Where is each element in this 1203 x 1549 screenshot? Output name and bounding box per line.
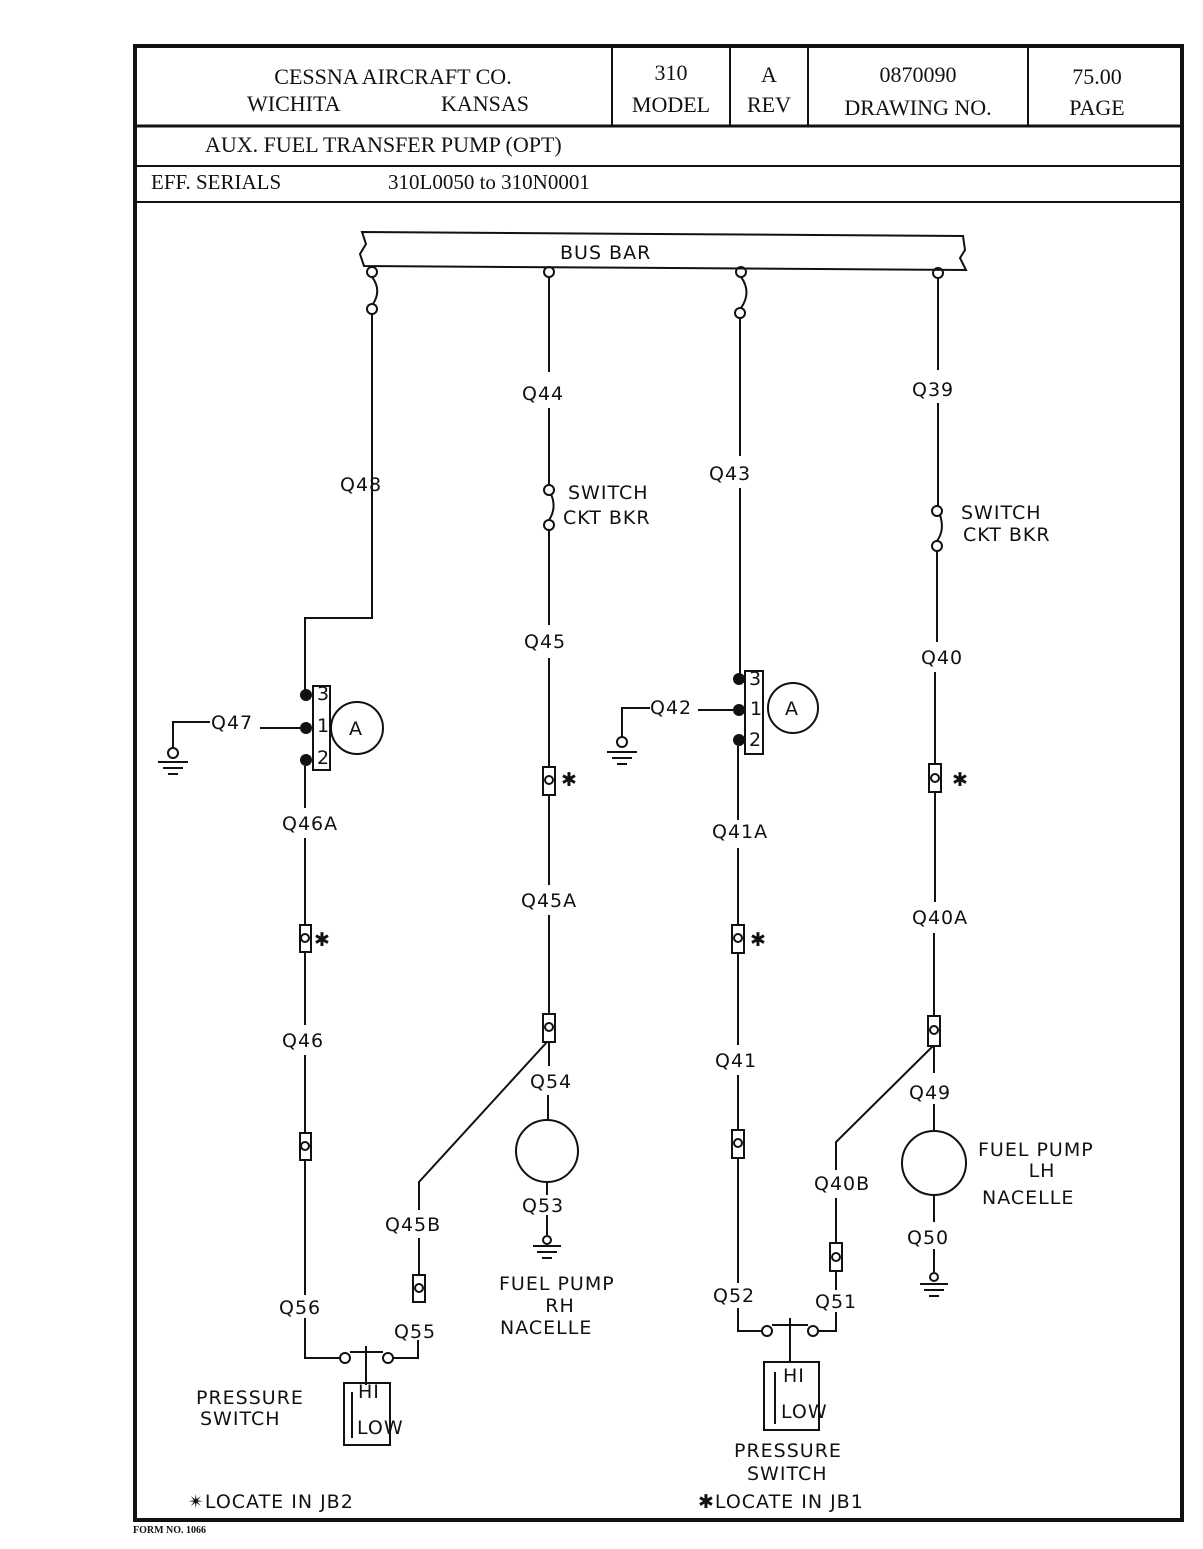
wire-label-q50: Q50 <box>907 1227 949 1249</box>
circuit-rh-relay: 3 1 2 A ✱ HI LOW PRESSURE <box>607 266 934 1485</box>
pressure-switch-label-2: SWITCH <box>747 1463 828 1485</box>
wire-label-q45a: Q45A <box>521 890 577 912</box>
fuel-pump-rh-label-1: FUEL PUMP <box>499 1273 615 1295</box>
relay-terminal-block <box>744 670 764 755</box>
relay-circle <box>767 682 819 734</box>
note-locate-jb1: ✱LOCATE IN JB1 <box>698 1491 864 1513</box>
wire-label-q49: Q49 <box>909 1082 951 1104</box>
pressure-switch-label-1: PRESSURE <box>196 1387 304 1409</box>
wire-label-q54: Q54 <box>530 1071 572 1093</box>
relay-pin-1: 1 <box>750 698 763 720</box>
fuel-pump-rh-label-3: NACELLE <box>500 1317 592 1339</box>
wire-label-q53: Q53 <box>522 1195 564 1217</box>
wire-label-q39: Q39 <box>912 379 954 401</box>
relay-pin-2: 2 <box>749 729 762 751</box>
serials-value: 310L0050 to 310N0001 <box>388 170 590 194</box>
pressure-switch-hi: HI <box>358 1381 380 1403</box>
jb-star-marker: ✱ <box>952 769 969 791</box>
ckt-bkr-label: CKT BKR <box>563 507 651 529</box>
bus-bar-label: BUS BAR <box>560 242 651 264</box>
note-locate-jb2: ✴LOCATE IN JB2 <box>188 1491 354 1513</box>
wire-label-q43: Q43 <box>709 463 751 485</box>
wire-label-q41: Q41 <box>715 1050 757 1072</box>
drawing-number: 0870090 <box>880 62 957 87</box>
relay-pin-dot <box>300 754 312 766</box>
wire-label-q40: Q40 <box>921 647 963 669</box>
fuel-pump-lh-label-3: NACELLE <box>982 1187 1074 1209</box>
company-name: CESSNA AIRCRAFT CO. <box>274 64 511 89</box>
relay-pin-3: 3 <box>317 683 330 705</box>
bus-bar: BUS BAR <box>358 230 968 272</box>
rev-label: REV <box>747 92 791 117</box>
title-block: CESSNA AIRCRAFT CO. WICHITA KANSAS 310 M… <box>135 46 1182 203</box>
wire-label-q56: Q56 <box>279 1297 321 1319</box>
wire-label-q52: Q52 <box>713 1285 755 1307</box>
wire-label-q42: Q42 <box>650 697 692 719</box>
switch-label: SWITCH <box>568 482 649 504</box>
page-number: 75.00 <box>1072 64 1122 89</box>
wire-label-q46a: Q46A <box>282 813 338 835</box>
wire-label-q48: Q48 <box>340 474 382 496</box>
form-number: FORM NO. 1066 <box>133 1525 207 1536</box>
wire-label-q40a: Q40A <box>912 907 968 929</box>
relay-pin-dot <box>300 689 312 701</box>
wire-label-q45b: Q45B <box>385 1214 441 1236</box>
relay-pin-dot <box>300 722 312 734</box>
relay-label: A <box>785 698 799 720</box>
pressure-switch-low: LOW <box>357 1417 404 1439</box>
model-value: 310 <box>655 60 688 85</box>
wire-label-q47: Q47 <box>211 712 253 734</box>
circuit-rh-pump: ✱ FUEL PUMP RH NACELLE SWITCH CKT BKR <box>499 266 651 1339</box>
rev-value: A <box>761 62 777 87</box>
drawing-label: DRAWING NO. <box>844 95 991 120</box>
wire-label-q45: Q45 <box>524 631 566 653</box>
fuel-pump-rh-label-2: RH <box>545 1295 575 1317</box>
jb-star-marker: ✱ <box>314 929 331 951</box>
wire-label-q55: Q55 <box>394 1321 436 1343</box>
jb-star-marker: ✱ <box>750 929 767 951</box>
company-state: KANSAS <box>441 91 529 116</box>
page-border <box>133 44 1184 1522</box>
circuit-lh-pump: ✱ FUEL PUMP LH NACELLE SWITCH CKT BKR <box>901 267 1094 1297</box>
page-label: PAGE <box>1069 95 1124 120</box>
wire-label-q51: Q51 <box>815 1291 857 1313</box>
switch-label: SWITCH <box>961 502 1042 524</box>
pressure-switch-label-1: PRESSURE <box>734 1440 842 1462</box>
model-label: MODEL <box>632 92 710 117</box>
jb-star-marker: ✱ <box>561 769 578 791</box>
ckt-bkr-label: CKT BKR <box>963 524 1051 546</box>
relay-circle <box>330 701 384 755</box>
wire-labels: Q48 Q47 Q46A Q46 Q56 Q44 Q45 Q45A Q45B Q… <box>211 379 968 1343</box>
relay-pin-dot <box>733 704 745 716</box>
pressure-switch-hi: HI <box>783 1365 805 1387</box>
relay-label: A <box>349 718 363 740</box>
relay-pin-3: 3 <box>749 668 762 690</box>
serials-label: EFF. SERIALS <box>151 170 281 194</box>
fuel-pump-lh-motor <box>901 1130 967 1196</box>
pressure-switch-box <box>343 1382 391 1446</box>
wire-label-q41a: Q41A <box>712 821 768 843</box>
wire-label-q40b: Q40B <box>814 1173 870 1195</box>
fuel-pump-rh-motor <box>515 1119 579 1183</box>
pressure-switch-label-2: SWITCH <box>200 1408 281 1430</box>
fuel-pump-lh-label-2: LH <box>1029 1160 1056 1182</box>
pressure-switch-low: LOW <box>781 1401 828 1423</box>
fuel-pump-lh-label-1: FUEL PUMP <box>978 1139 1094 1161</box>
relay-pin-dot <box>733 734 745 746</box>
relay-pin-dot <box>733 673 745 685</box>
drawing-title: AUX. FUEL TRANSFER PUMP (OPT) <box>205 132 562 157</box>
circuit-lh-relay: 3 1 2 A ✱ HI <box>158 266 548 1446</box>
company-city: WICHITA <box>247 91 341 116</box>
pressure-switch-box <box>763 1361 820 1431</box>
wire-label-q46: Q46 <box>282 1030 324 1052</box>
wire-label-q44: Q44 <box>522 383 564 405</box>
relay-pin-1: 1 <box>317 715 330 737</box>
relay-pin-2: 2 <box>317 747 330 769</box>
